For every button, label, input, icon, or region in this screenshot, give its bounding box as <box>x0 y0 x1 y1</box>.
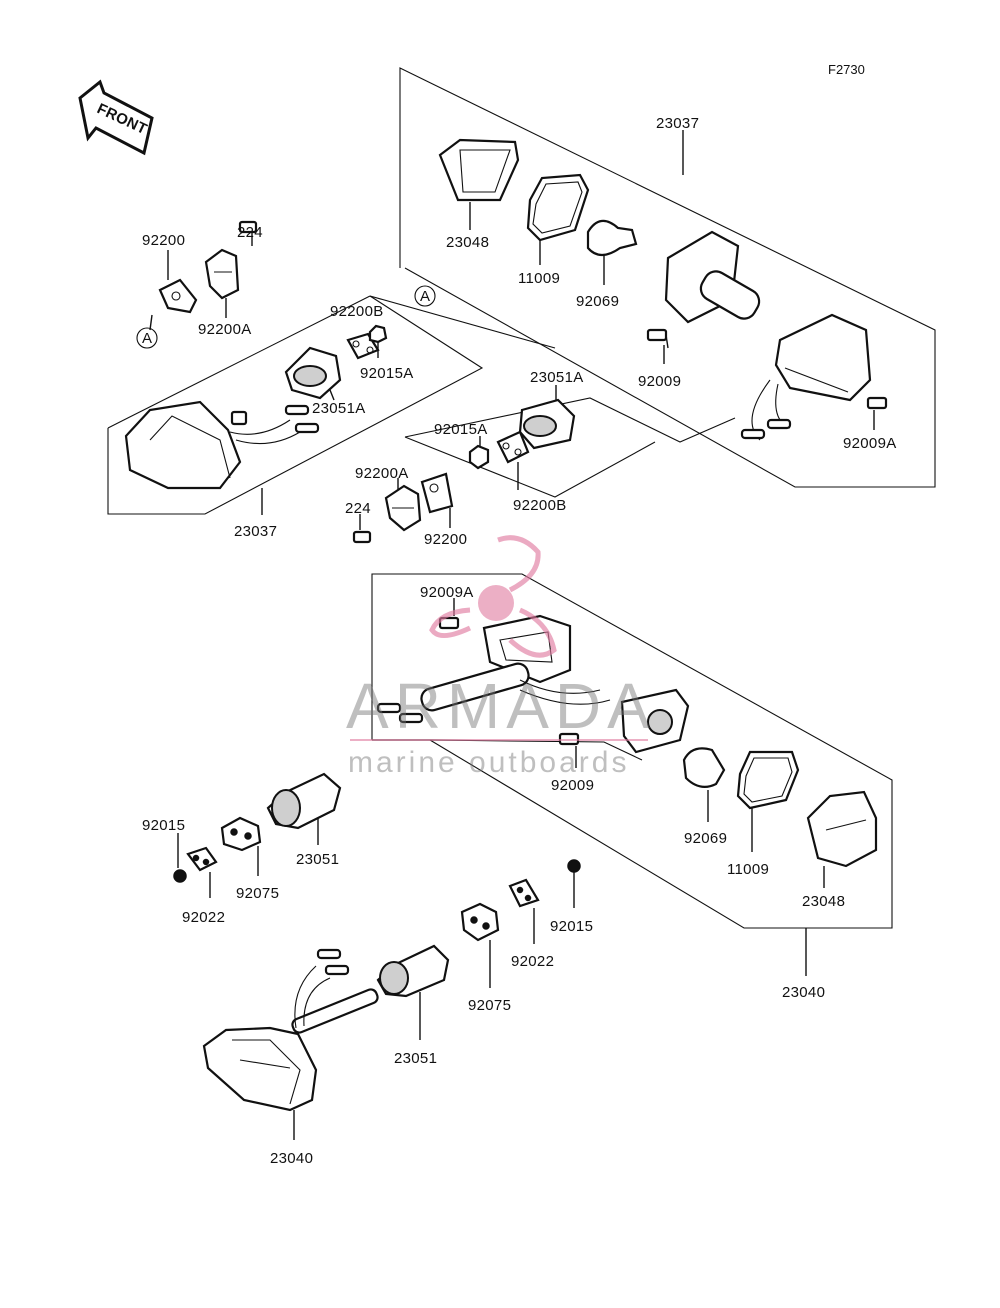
socket-23051-bottom <box>376 944 450 1040</box>
socket-23051a-left <box>284 346 342 401</box>
screw-92009a-bottom <box>438 598 460 630</box>
bulb-92069-bottom <box>682 747 726 822</box>
label-92009a-top: 92009A <box>843 435 897 452</box>
lens-23048-top <box>438 138 520 230</box>
grommet-92075-right <box>460 902 500 988</box>
bracket-92200a-left <box>204 248 240 318</box>
plate-92200b-right <box>496 430 530 490</box>
label-92009-top: 92009 <box>638 373 681 390</box>
label-224-left: 224 <box>237 224 263 241</box>
label-23037-right: 23037 <box>656 115 699 132</box>
bolt-224-mid <box>352 514 372 544</box>
label-92069-top: 92069 <box>576 293 619 310</box>
label-92009a-bottom: 92009A <box>420 584 474 601</box>
watermark-logo: ARMADA marine outboards <box>346 535 656 779</box>
nut-92015a-right <box>468 436 490 470</box>
rear-turn-signal-housing-left <box>124 400 320 515</box>
label-92009-bottom: 92009 <box>551 777 594 794</box>
rear-turn-signal-housing-right <box>664 230 872 441</box>
screw-92009a-top <box>866 396 888 430</box>
label-23040-bottom: 23040 <box>270 1150 313 1167</box>
label-92200a-left: 92200A <box>198 321 252 338</box>
label-92015-left: 92015 <box>142 817 185 834</box>
gasket-11009-bottom <box>736 750 800 852</box>
washer-92022-left <box>186 846 218 898</box>
label-92075-left: 92075 <box>236 885 279 902</box>
label-23040-right: 23040 <box>782 984 825 1001</box>
bulb-92069-top <box>586 219 638 285</box>
label-92200a-mid: 92200A <box>355 465 409 482</box>
bolt-224-left <box>238 220 258 246</box>
washer-92022-right <box>508 878 540 944</box>
label-11009-bottom: 11009 <box>727 861 769 878</box>
label-23051-left: 23051 <box>296 851 339 868</box>
assembly-23037-right-outline <box>399 67 936 498</box>
plate-92200-left <box>149 250 198 331</box>
label-92200-left: 92200 <box>142 232 185 249</box>
label-92200b-left: 92200B <box>330 303 384 320</box>
label-92069-bottom: 92069 <box>684 830 727 847</box>
watermark-tagline: marine outboards <box>348 746 629 779</box>
label-224-mid: 224 <box>345 500 371 517</box>
watermark-brand: ARMADA <box>346 670 656 742</box>
assembly-23037-left-outline <box>107 295 556 515</box>
nut-92015-left <box>173 833 187 883</box>
label-92015a-right: 92015A <box>434 421 488 438</box>
propeller-logo-icon <box>429 535 557 658</box>
ref-mark-a-left: A <box>142 330 152 347</box>
label-23051a-left: 23051A <box>312 400 366 417</box>
label-92022-right: 92022 <box>511 953 554 970</box>
label-92075-right: 92075 <box>468 997 511 1014</box>
socket-23051-left <box>266 772 342 845</box>
plate-92200-mid <box>420 472 454 528</box>
label-23051-bottom: 23051 <box>394 1050 437 1067</box>
label-92200-mid: 92200 <box>424 531 467 548</box>
nut-92015a-left <box>368 324 388 358</box>
label-92015-right: 92015 <box>550 918 593 935</box>
nut-92015-right <box>567 859 581 908</box>
label-23051a-right: 23051A <box>530 369 584 386</box>
label-92200b-right: 92200B <box>513 497 567 514</box>
grommet-92075-left <box>220 816 262 876</box>
label-23048-top: 23048 <box>446 234 489 251</box>
label-23037-left: 23037 <box>234 523 277 540</box>
bracket-92200a-mid <box>384 478 422 532</box>
socket-23051a-right <box>518 385 576 450</box>
front-direction-arrow-icon: FRONT <box>78 79 154 156</box>
label-23048-bottom: 23048 <box>802 893 845 910</box>
label-11009-top: 11009 <box>518 270 560 287</box>
label-92022-left: 92022 <box>182 909 225 926</box>
gasket-11009-top <box>526 173 590 265</box>
lens-23048-bottom <box>806 790 878 888</box>
label-92015a-left: 92015A <box>360 365 414 382</box>
screw-92009-top <box>646 328 669 364</box>
front-turn-signal-housing-left <box>202 948 379 1140</box>
figure-code: F2730 <box>828 62 865 77</box>
ref-mark-a-right: A <box>420 288 430 305</box>
